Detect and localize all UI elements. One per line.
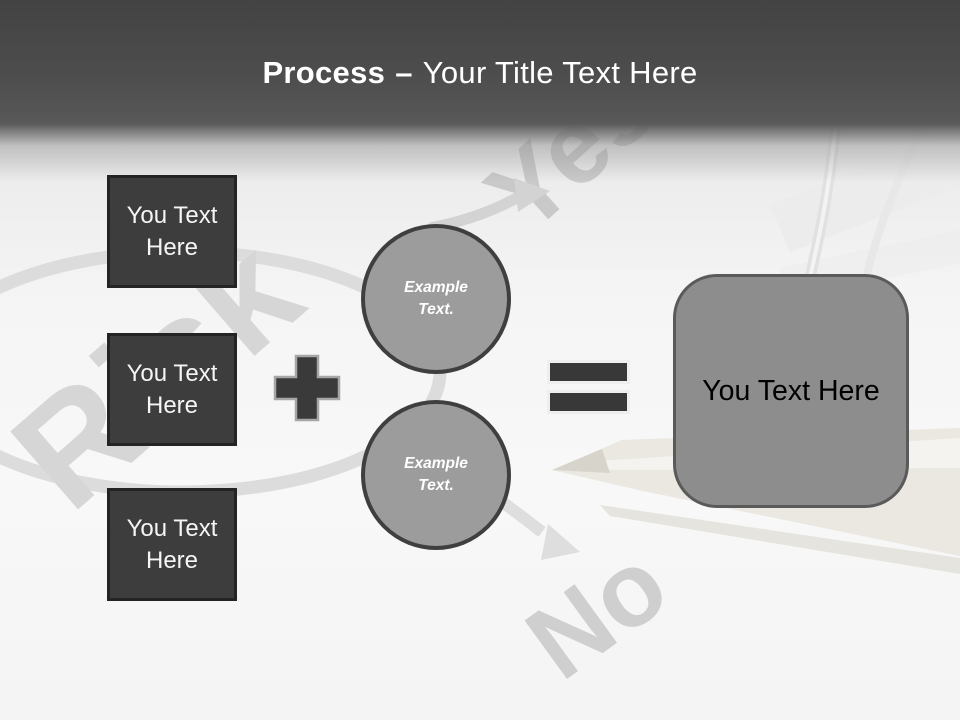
pen-tip-graphic [552,449,610,473]
input-box-2: You Text Here [107,333,237,446]
pen-shadow-graphic [600,505,960,574]
slide-header: Process – Your Title Text Here [0,0,960,182]
example-circle-1: Example Text. [361,224,511,374]
title-separator: – [395,55,413,90]
title-keyword: Process [262,55,386,90]
yes-arrow-icon [514,178,550,212]
example-circle-2: Example Text. [361,400,511,550]
input-box-3: You Text Here [107,488,237,601]
plus-operator [272,353,342,423]
input-box-2-label: You Text Here [126,359,218,419]
result-box-label: You Text Here [702,374,880,407]
example-circle-2-label: Example Text. [404,454,468,494]
plus-icon [273,354,341,422]
no-arrow-icon [541,524,580,560]
title-text: Your Title Text Here [422,55,698,90]
equals-icon [547,360,630,384]
result-box: You Text Here [673,274,909,508]
equals-icon [547,390,630,414]
input-box-3-label: You Text Here [126,514,218,574]
input-box-1-label: You Text Here [126,201,218,261]
page-title: Process – Your Title Text Here [0,55,960,91]
watermark-no-text: No [506,525,688,702]
input-box-1: You Text Here [107,175,237,288]
equals-operator [547,360,630,414]
example-circle-1-label: Example Text. [404,278,468,318]
